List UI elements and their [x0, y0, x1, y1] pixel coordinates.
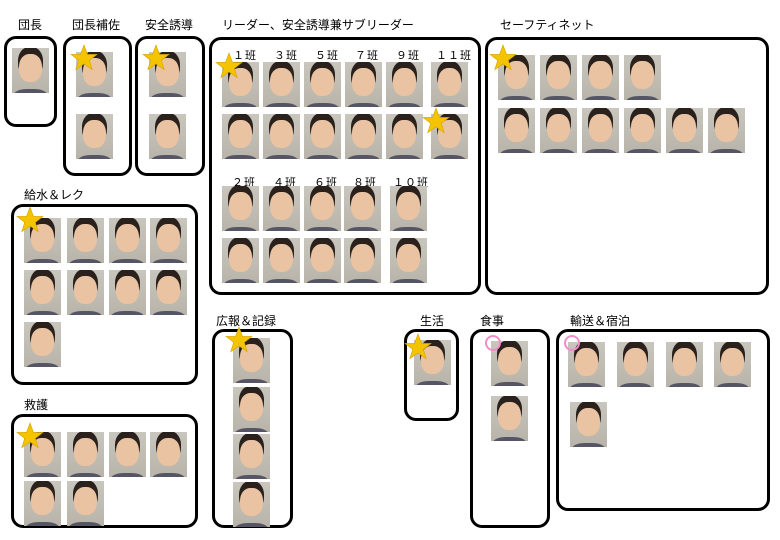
group-label-water-rec: 給水＆レク	[24, 188, 85, 202]
star-icon	[70, 44, 98, 72]
group-box-safety-net	[485, 37, 769, 295]
member-photo	[582, 55, 619, 100]
member-photo	[344, 186, 381, 231]
member-photo	[540, 55, 577, 100]
member-photo	[345, 114, 382, 159]
group-box-sub-leaders	[209, 37, 481, 295]
star-icon	[142, 44, 170, 72]
member-photo	[390, 186, 427, 231]
member-photo	[540, 108, 577, 153]
group-label-leader: 団長	[18, 18, 43, 32]
group-label-transport: 輸送＆宿泊	[570, 314, 631, 328]
member-photo	[109, 218, 146, 263]
member-photo	[263, 114, 300, 159]
circle-marker-icon	[485, 335, 501, 351]
member-photo	[222, 186, 259, 231]
star-icon	[16, 206, 44, 234]
member-photo	[150, 432, 187, 477]
group-label-sub-leaders: リーダー、安全誘導兼サブリーダー	[222, 18, 414, 32]
member-photo	[109, 432, 146, 477]
member-photo	[76, 114, 113, 159]
member-photo	[491, 396, 528, 441]
member-photo	[24, 481, 61, 526]
member-photo	[345, 62, 382, 107]
star-icon	[215, 52, 243, 80]
squad-label-6: ６班	[314, 176, 338, 189]
star-icon	[422, 107, 450, 135]
star-icon	[489, 44, 517, 72]
group-box-transport	[556, 329, 770, 511]
squad-label-8: ８班	[353, 176, 377, 189]
group-box-living	[404, 329, 459, 421]
squad-label-2: ２班	[232, 176, 256, 189]
circle-marker-icon	[564, 335, 580, 351]
member-photo	[570, 402, 607, 447]
member-photo	[431, 114, 468, 159]
member-photo	[708, 108, 745, 153]
member-photo	[24, 270, 61, 315]
squad-label-7: ７班	[355, 49, 379, 62]
group-box-leader	[4, 36, 57, 127]
group-label-safety-net: セーフティネット	[500, 18, 595, 32]
group-label-deputy: 団長補佐	[72, 18, 121, 32]
squad-label-10: １０班	[393, 176, 429, 189]
group-box-safety	[135, 36, 205, 176]
member-photo	[67, 481, 104, 526]
squad-label-9: ９班	[396, 49, 420, 62]
member-photo	[304, 186, 341, 231]
member-photo	[150, 218, 187, 263]
member-photo	[67, 218, 104, 263]
member-photo	[390, 238, 427, 283]
group-label-living: 生活	[420, 314, 445, 328]
member-photo	[150, 270, 187, 315]
member-photo	[67, 432, 104, 477]
squad-label-3: ３班	[274, 49, 298, 62]
star-icon	[225, 326, 253, 354]
squad-label-4: ４班	[273, 176, 297, 189]
member-photo	[109, 270, 146, 315]
member-photo	[498, 108, 535, 153]
member-photo	[582, 108, 619, 153]
member-photo	[12, 48, 49, 93]
member-photo	[24, 322, 61, 367]
group-box-first-aid	[11, 414, 198, 528]
group-box-deputy	[63, 36, 132, 176]
member-photo	[344, 238, 381, 283]
squad-label-5: ５班	[315, 49, 339, 62]
group-label-first-aid: 救護	[24, 398, 49, 412]
star-icon	[16, 422, 44, 450]
member-photo	[431, 62, 468, 107]
star-icon	[404, 333, 432, 361]
member-photo	[386, 62, 423, 107]
group-label-pr-record: 広報＆記録	[216, 314, 277, 328]
member-photo	[263, 62, 300, 107]
group-box-meals	[470, 329, 550, 528]
squad-label-11: １１班	[436, 49, 472, 62]
member-photo	[149, 114, 186, 159]
member-photo	[666, 342, 703, 387]
member-photo	[304, 238, 341, 283]
member-photo	[304, 62, 341, 107]
squad-label-1: １班	[233, 49, 257, 62]
member-photo	[263, 186, 300, 231]
member-photo	[617, 342, 654, 387]
member-photo	[624, 55, 661, 100]
member-photo	[624, 108, 661, 153]
member-photo	[666, 108, 703, 153]
member-photo	[222, 238, 259, 283]
member-photo	[67, 270, 104, 315]
member-photo	[233, 338, 270, 383]
group-label-meals: 食事	[480, 314, 505, 328]
member-photo	[304, 114, 341, 159]
member-photo	[233, 434, 270, 479]
member-photo	[386, 114, 423, 159]
member-photo	[222, 114, 259, 159]
member-photo	[714, 342, 751, 387]
member-photo	[24, 218, 61, 263]
group-label-safety: 安全誘導	[145, 18, 194, 32]
member-photo	[263, 238, 300, 283]
member-photo	[233, 482, 270, 527]
group-box-water-rec	[11, 204, 198, 385]
member-photo	[233, 387, 270, 432]
